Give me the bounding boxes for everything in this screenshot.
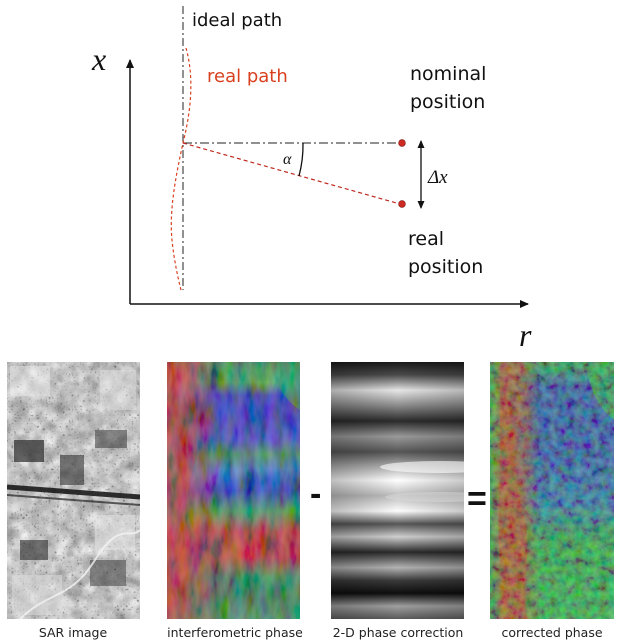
real-position-label-line2: position (408, 256, 483, 278)
angle-arc (298, 142, 304, 177)
ideal-path-label: ideal path (192, 10, 282, 31)
angle-label: α (283, 151, 292, 168)
corrected-phase-panel (490, 362, 614, 619)
caption-interferometric-phase: interferometric phase (167, 625, 303, 640)
caption-phase-correction: 2-D phase correction (333, 625, 464, 640)
real-path-curve (170, 47, 192, 291)
minus-operator: - (310, 475, 321, 513)
nominal-position-label-line1: nominal (410, 63, 486, 85)
real-position-label-line1: real (408, 228, 444, 250)
caption-corrected-phase: corrected phase (501, 625, 602, 640)
nominal-position-label-line2: position (410, 91, 485, 113)
x-axis-label: x (91, 41, 106, 77)
phase-correction-panel (331, 362, 464, 619)
nominal-position-marker (398, 139, 406, 147)
real-path-label: real path (207, 66, 288, 87)
r-axis-label: r (519, 317, 532, 353)
sar-image-panel (7, 362, 140, 619)
real-range-line (182, 142, 401, 205)
equals-operator: = (467, 480, 487, 518)
geometry-diagram: x r ideal path real path α Δx nominal po… (91, 6, 532, 353)
offset-label: Δx (427, 167, 448, 188)
caption-sar-image: SAR image (39, 625, 108, 640)
interferometric-phase-panel (167, 362, 300, 619)
real-position-marker (398, 200, 406, 208)
